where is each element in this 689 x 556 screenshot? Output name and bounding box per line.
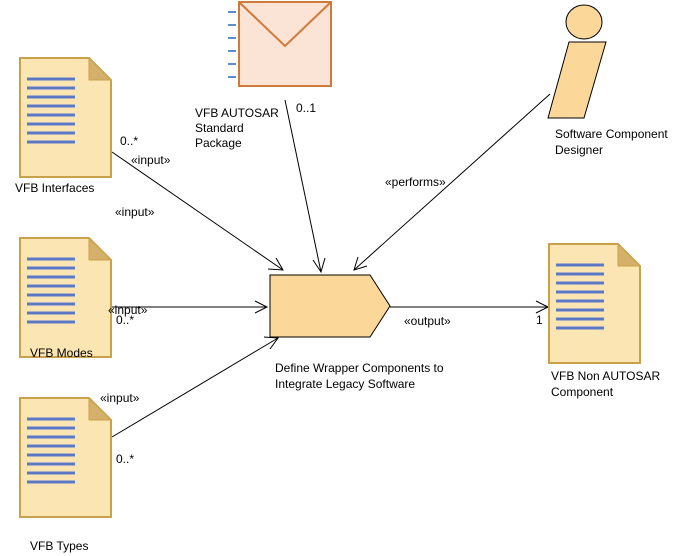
document-vfb-interfaces[interactable] xyxy=(19,56,113,178)
mult-interfaces: 0..* xyxy=(120,134,138,148)
label-package-line2: Standard xyxy=(195,121,244,135)
stereotype-input-modes: «input» xyxy=(108,303,148,317)
task-define-wrapper[interactable] xyxy=(269,274,391,338)
edge-designer-performs xyxy=(353,93,551,271)
edge-interfaces-input xyxy=(111,151,284,271)
edge-package-input xyxy=(284,99,326,274)
label-package-line1: VFB AUTOSAR xyxy=(195,106,279,120)
mult-output: 1 xyxy=(536,313,543,327)
document-vfb-non-autosar[interactable] xyxy=(548,242,642,364)
document-vfb-modes[interactable] xyxy=(19,236,113,358)
label-vfb-modes: VFB Modes xyxy=(30,346,93,360)
stereotype-input-2: «input» xyxy=(115,205,155,219)
stereotype-output: «output» xyxy=(404,314,451,328)
label-designer-line1: Software Component xyxy=(555,127,668,141)
edge-types-input xyxy=(111,336,279,438)
label-task-line2: Integrate Legacy Software xyxy=(275,377,415,391)
label-designer-line2: Designer xyxy=(555,143,603,157)
stereotype-performs: «performs» xyxy=(385,175,446,189)
label-output-line2: Component xyxy=(551,385,614,399)
designer-role-icon[interactable] xyxy=(547,4,607,119)
document-vfb-types[interactable] xyxy=(19,396,113,518)
label-vfb-interfaces: VFB Interfaces xyxy=(15,181,94,195)
label-output-line1: VFB Non AUTOSAR xyxy=(551,369,660,383)
stereotype-input-1: «input» xyxy=(131,153,171,167)
label-task-line1: Define Wrapper Components to xyxy=(275,361,444,375)
stereotype-input-types: «input» xyxy=(100,391,140,405)
label-package-line3: Package xyxy=(195,136,242,150)
mult-types: 0..* xyxy=(116,452,134,466)
envelope-icon[interactable] xyxy=(228,1,332,87)
edge-modes-input xyxy=(112,300,269,314)
mult-package: 0..1 xyxy=(296,101,316,115)
edge-task-output xyxy=(390,300,550,314)
mult-modes: 0..* xyxy=(116,313,134,327)
label-vfb-types: VFB Types xyxy=(30,539,88,553)
